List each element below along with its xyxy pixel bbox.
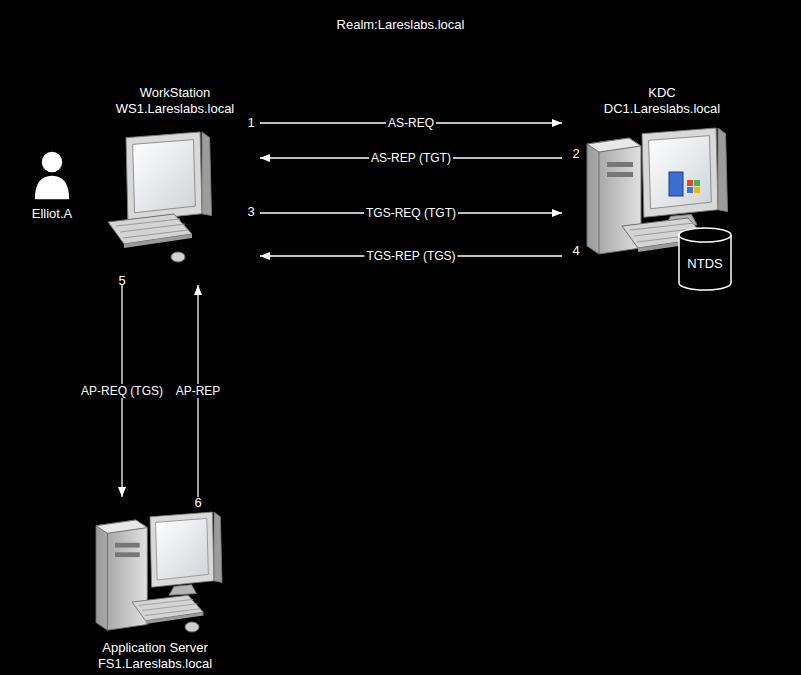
message-label: AP-REQ (TGS) xyxy=(79,384,165,398)
message-label: AP-REP xyxy=(174,384,223,398)
node-title: WorkStation xyxy=(140,85,211,101)
step-number: 6 xyxy=(194,495,201,510)
node-title: Application Server xyxy=(102,640,208,656)
node-title: KDC xyxy=(648,85,675,101)
message-label: AS-REP (TGT) xyxy=(369,151,453,165)
user-node: Elliot.A xyxy=(22,148,82,222)
step-number: 3 xyxy=(247,204,254,219)
kdc-node: KDCDC1.Lareslabs.local xyxy=(562,85,762,285)
message-label: AS-REQ xyxy=(386,116,436,130)
step-number: 5 xyxy=(118,273,125,288)
step-number: 4 xyxy=(572,243,579,258)
step-number: 2 xyxy=(572,146,579,161)
node-hostname: WS1.Lareslabs.local xyxy=(116,101,235,117)
node-title: NTDS xyxy=(687,256,722,272)
step-number: 1 xyxy=(247,115,254,130)
book-symbol xyxy=(669,172,683,196)
database-cylinder: NTDS xyxy=(678,228,732,290)
application-server-node: Application ServerFS1.Lareslabs.local xyxy=(70,497,240,672)
node-hostname: DC1.Lareslabs.local xyxy=(604,101,720,117)
message-label: TGS-REQ (TGT) xyxy=(364,206,458,220)
application-server-icon xyxy=(96,512,222,632)
node-hostname: FS1.Lareslabs.local xyxy=(98,656,212,672)
message-label: TGS-REP (TGS) xyxy=(364,249,457,263)
workstation-node: WorkStationWS1.Lareslabs.local xyxy=(90,85,260,285)
windows-logo xyxy=(687,180,700,193)
diagram-title: Realm:Lareslabs.local xyxy=(0,17,801,33)
node-title: Elliot.A xyxy=(32,206,72,222)
workstation-icon xyxy=(108,132,212,262)
